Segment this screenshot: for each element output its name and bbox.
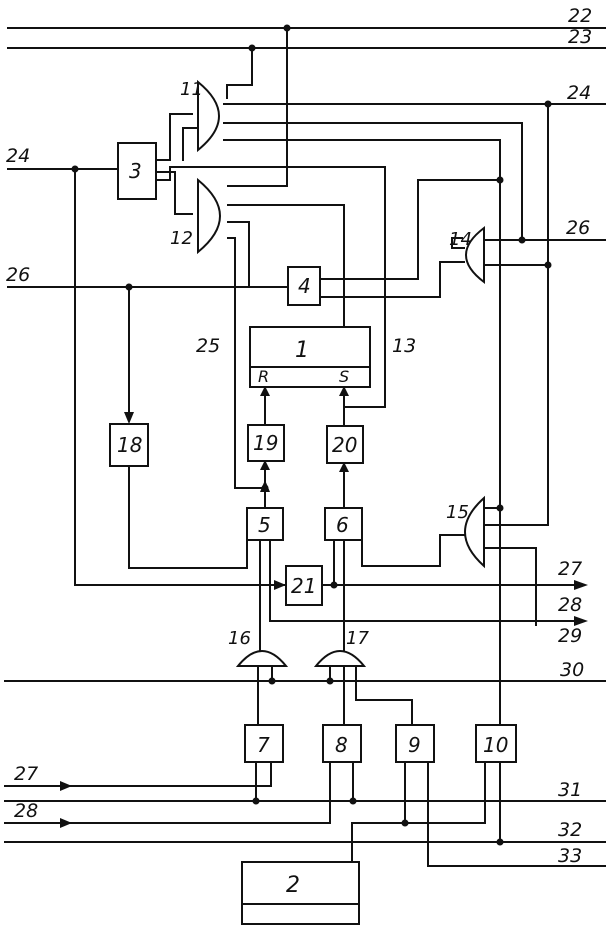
label-24-left: 24 bbox=[6, 145, 30, 167]
junction bbox=[126, 284, 133, 291]
wire-18-5 bbox=[129, 466, 247, 568]
gate-16 bbox=[238, 651, 286, 666]
block-20-label: 20 bbox=[332, 433, 357, 457]
label-24-right: 24 bbox=[567, 82, 591, 104]
label-32: 32 bbox=[558, 819, 582, 841]
junction bbox=[497, 177, 504, 184]
wire-24-vertical bbox=[484, 104, 548, 525]
block-6-label: 6 bbox=[336, 513, 349, 537]
label-23: 23 bbox=[568, 26, 592, 48]
junction bbox=[497, 839, 504, 846]
wire-10-2 bbox=[352, 762, 485, 862]
label-27-right: 27 bbox=[558, 558, 582, 580]
junction bbox=[269, 678, 276, 685]
junction bbox=[545, 262, 552, 269]
label-28-right: 28 bbox=[558, 594, 582, 616]
block-7-label: 7 bbox=[257, 733, 270, 757]
junction bbox=[253, 798, 260, 805]
block-8-label: 8 bbox=[335, 733, 348, 757]
label-22: 22 bbox=[568, 5, 592, 27]
wire-g15-29 bbox=[484, 548, 536, 625]
wire-g12-in2 bbox=[228, 205, 344, 327]
block-10-label: 10 bbox=[483, 733, 508, 757]
arrow-to-21 bbox=[274, 580, 286, 590]
junction bbox=[497, 505, 504, 512]
block-1-s-label: S bbox=[339, 367, 349, 386]
gate-17-label: 17 bbox=[346, 628, 369, 649]
junction bbox=[262, 485, 269, 492]
junction bbox=[331, 582, 338, 589]
junction bbox=[72, 166, 79, 173]
block-4-label: 4 bbox=[298, 274, 311, 298]
block-18-label: 18 bbox=[117, 433, 142, 457]
junction bbox=[519, 237, 526, 244]
label-29: 29 bbox=[558, 625, 582, 647]
label-33: 33 bbox=[558, 845, 582, 867]
block-3-label: 3 bbox=[129, 159, 142, 183]
label-31: 31 bbox=[558, 779, 582, 801]
gate-14-label: 14 bbox=[449, 229, 472, 250]
block-5-label: 5 bbox=[258, 513, 271, 537]
label-26-right: 26 bbox=[566, 217, 590, 239]
junction bbox=[402, 820, 409, 827]
wire-g15-out bbox=[362, 535, 464, 566]
gate-17 bbox=[316, 651, 364, 666]
junction bbox=[284, 25, 291, 32]
arrow-out-27 bbox=[574, 580, 588, 590]
wire-22-g12 bbox=[228, 28, 287, 186]
wire-g17-9 bbox=[356, 666, 412, 725]
wire-3-g12 bbox=[157, 172, 192, 214]
wire-g11-in3 bbox=[224, 140, 500, 180]
label-30: 30 bbox=[560, 659, 584, 681]
label-27-left: 27 bbox=[14, 763, 38, 785]
block-1-r-label: R bbox=[258, 367, 269, 386]
wire-23-g11 bbox=[227, 48, 252, 98]
blocks bbox=[110, 143, 516, 924]
label-26-left: 26 bbox=[6, 264, 30, 286]
block-9-label: 9 bbox=[408, 733, 421, 757]
wire-7-27 bbox=[5, 762, 271, 786]
junction bbox=[350, 798, 357, 805]
block-1-label: 1 bbox=[295, 338, 309, 363]
gate-15-label: 15 bbox=[446, 502, 469, 523]
wire-g11-out bbox=[183, 128, 198, 160]
block-2-label: 2 bbox=[286, 873, 300, 898]
label-28-left: 28 bbox=[14, 800, 38, 822]
wire-3-g11 bbox=[157, 114, 192, 160]
label-13: 13 bbox=[392, 335, 416, 357]
junction bbox=[249, 45, 256, 52]
block-2 bbox=[242, 862, 359, 924]
block-19-label: 19 bbox=[253, 431, 278, 455]
gate-12-label: 12 bbox=[170, 228, 193, 249]
arrow-in-27 bbox=[60, 781, 72, 791]
arrow-in-28 bbox=[60, 818, 72, 828]
label-25: 25 bbox=[196, 335, 220, 357]
gate-16-label: 16 bbox=[228, 628, 251, 649]
gate-11-label: 11 bbox=[180, 79, 203, 100]
junction bbox=[545, 101, 552, 108]
wire-8-28 bbox=[5, 762, 330, 823]
gate-12 bbox=[198, 180, 220, 252]
junction bbox=[327, 678, 334, 685]
block-21-label: 21 bbox=[291, 574, 316, 598]
wire-g12-in3 bbox=[228, 222, 249, 287]
arrow-to-18 bbox=[124, 412, 134, 424]
